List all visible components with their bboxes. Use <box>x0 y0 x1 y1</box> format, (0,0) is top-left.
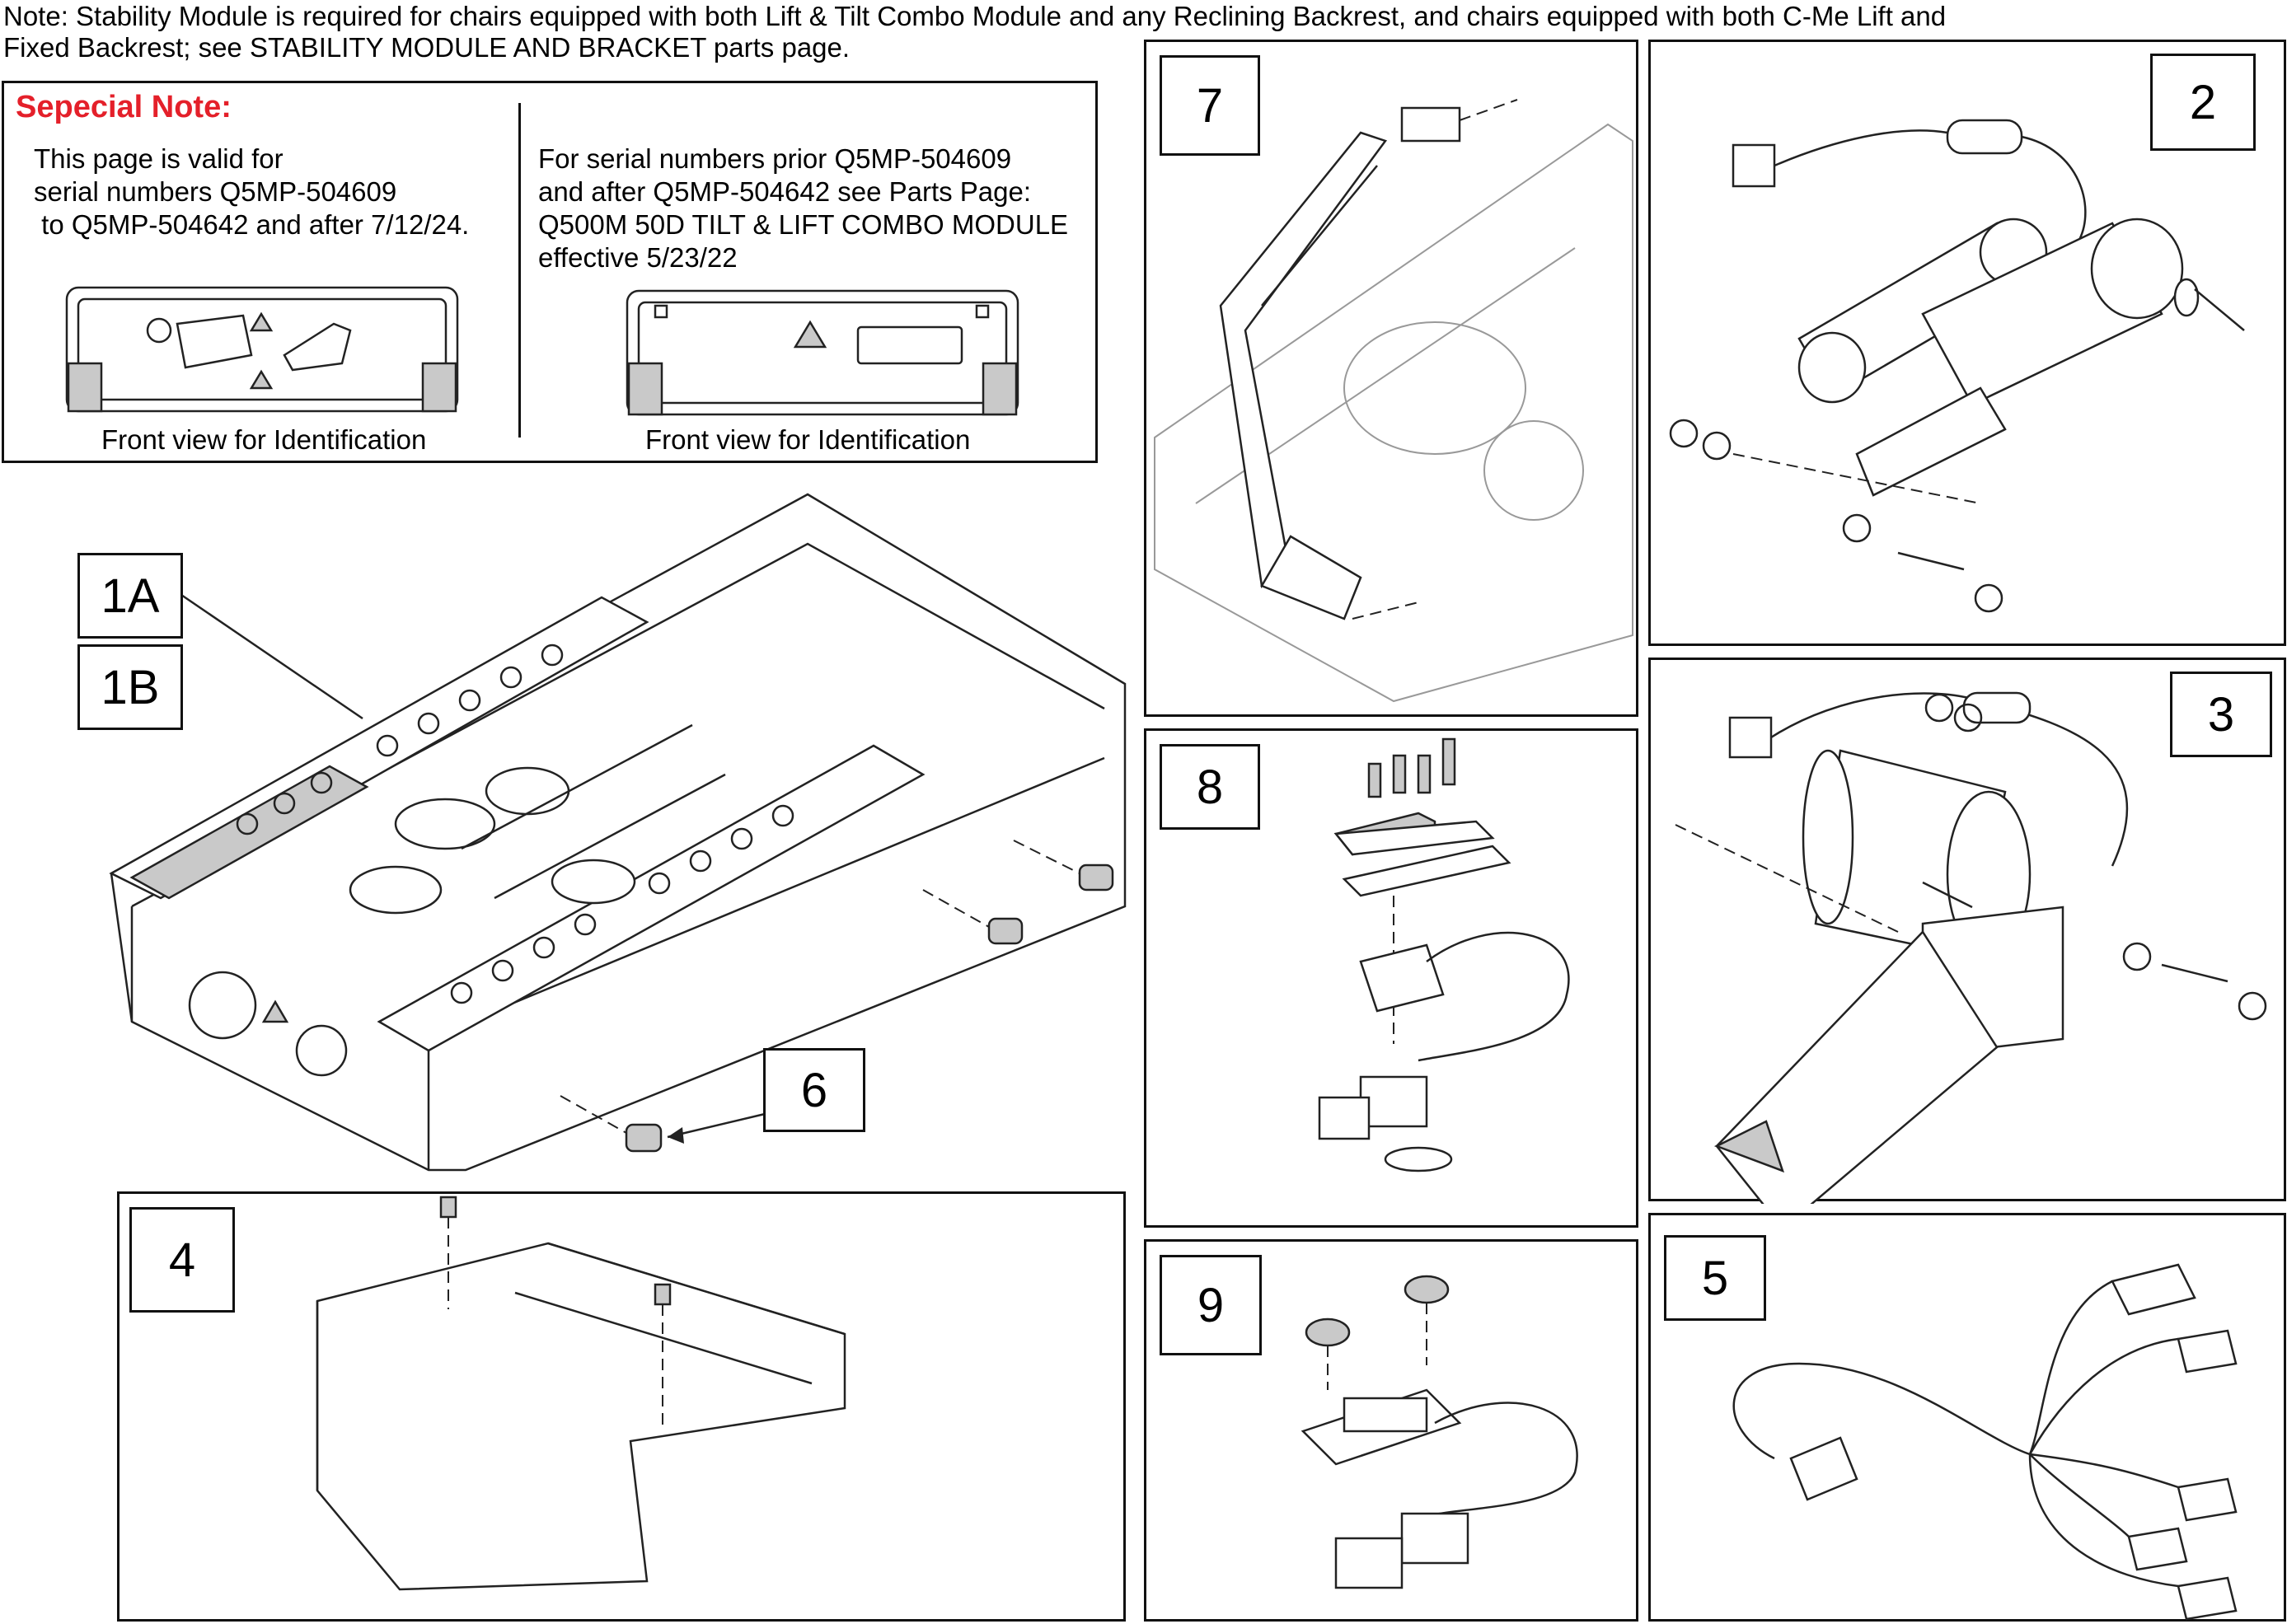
stability-note-line-1: Note: Stability Module is required for c… <box>3 1 1947 31</box>
panel-7: 7 <box>1144 40 1638 717</box>
panel-4-drawing <box>316 1196 846 1591</box>
screw-bottom <box>560 1095 663 1153</box>
panel-7-drawing <box>1154 99 1633 703</box>
panel-2-drawing <box>1669 119 2245 613</box>
screw-right-lower <box>922 889 1024 945</box>
panel-3-drawing <box>1675 691 2267 1204</box>
special-note-divider <box>518 103 521 438</box>
screw-right-upper <box>1013 840 1114 892</box>
callout-9: 9 <box>1160 1255 1262 1355</box>
front-view-right-drawing <box>626 289 1019 416</box>
callout-3: 3 <box>2170 672 2272 757</box>
callout-5: 5 <box>1664 1235 1766 1321</box>
special-note-box: Sepecial Note: This page is valid for se… <box>2 81 1098 463</box>
panel-2: 2 <box>1648 40 2286 646</box>
panel-5: 5 <box>1648 1213 2286 1622</box>
callout-7: 7 <box>1160 55 1260 156</box>
rail-holes <box>236 644 794 1004</box>
identification-views <box>65 286 1019 416</box>
special-note-title: Sepecial Note: <box>16 90 232 124</box>
special-note-valid-text: This page is valid for serial numbers Q5… <box>34 143 470 240</box>
callout-1a: 1A <box>77 553 183 639</box>
callout-1b: 1B <box>77 644 183 730</box>
callout-4: 4 <box>129 1207 235 1313</box>
panel-8-drawing <box>1318 737 1570 1172</box>
panel-4: 4 <box>117 1191 1126 1622</box>
special-note-prior-text: For serial numbers prior Q5MP-504609 and… <box>538 143 1069 273</box>
callout-6: 6 <box>763 1048 865 1132</box>
stability-note-line-2: Fixed Backrest; see STABILITY MODULE AND… <box>3 32 851 63</box>
callout-8: 8 <box>1160 744 1260 830</box>
panel-9: 9 <box>1144 1239 1638 1622</box>
panel-5-drawing <box>1732 1263 2238 1621</box>
panel-8: 8 <box>1144 728 1638 1228</box>
callout-2: 2 <box>2150 54 2256 151</box>
panel-3: 3 <box>1648 658 2286 1204</box>
front-view-left-drawing <box>65 286 459 413</box>
left-identification-caption: Front view for Identification <box>101 424 427 455</box>
panel-9-drawing <box>1300 1275 1578 1589</box>
right-identification-caption: Front view for Identification <box>645 424 971 455</box>
